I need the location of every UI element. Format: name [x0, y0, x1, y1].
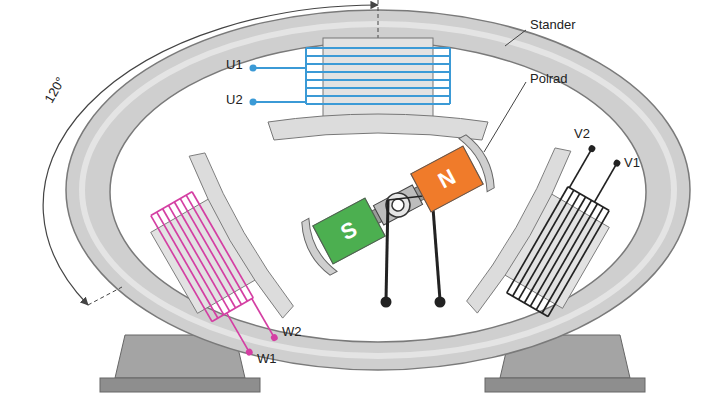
leader-lines [505, 30, 526, 46]
u-pole [306, 87, 450, 89]
angle-label: 120° [42, 75, 68, 106]
w-pole [151, 216, 212, 322]
rotor [296, 132, 501, 279]
w-pole [163, 209, 224, 315]
w-pole [227, 313, 250, 352]
terminal-label: W1 [257, 352, 277, 367]
terminal-label: U2 [226, 93, 243, 108]
w-pole [270, 333, 279, 342]
w-pole [127, 149, 304, 368]
v-pole [594, 163, 617, 202]
pole-letter: S [337, 216, 362, 246]
w-pole [252, 299, 275, 338]
south-pole: S [313, 197, 387, 264]
v-pole [568, 187, 609, 211]
terminal-label: V1 [624, 156, 640, 171]
stator-ring [82, 24, 674, 356]
w-pole [192, 192, 253, 298]
w-pole [212, 298, 253, 322]
rotor [373, 185, 422, 225]
u-pole [323, 38, 433, 118]
part-label: Stander [530, 18, 576, 33]
angle-dimension [378, 0, 379, 44]
terminal-label: U1 [226, 58, 243, 73]
w-pole [186, 195, 247, 301]
v-pole [587, 144, 596, 153]
v-pole [507, 148, 632, 317]
v-pole [513, 190, 574, 296]
u-pole [305, 48, 307, 104]
w-pole [169, 205, 230, 311]
v-pole [519, 194, 580, 300]
v-pole [542, 207, 603, 313]
brush-leads [382, 298, 390, 306]
stator-ring [110, 42, 646, 342]
north-pole: N [410, 146, 484, 213]
u-pole [306, 95, 450, 97]
u-pole [253, 67, 306, 69]
v-pole [536, 204, 597, 310]
w-pole [151, 192, 192, 216]
w-pole [157, 212, 218, 318]
v-pole [569, 149, 592, 188]
v-pole [530, 200, 591, 306]
v-pole [507, 187, 568, 293]
u-pole [306, 63, 450, 65]
u-pole [253, 101, 306, 103]
u-pole [449, 48, 451, 104]
w-pole [151, 192, 276, 361]
v-pole [464, 144, 577, 317]
w-pole [245, 347, 254, 356]
w-pole [174, 202, 235, 308]
leader-lines [484, 30, 526, 152]
v-pole [507, 293, 548, 317]
terminal-label: W2 [282, 325, 302, 340]
stator-ring [66, 10, 690, 370]
u-pole [250, 99, 257, 106]
brush-leads [386, 200, 388, 300]
u-pole [306, 79, 450, 81]
pole-letter: N [433, 164, 459, 194]
v-pole [464, 130, 641, 349]
leader-lines [484, 82, 526, 152]
u-pole [306, 47, 450, 49]
angle-dimension [88, 287, 122, 305]
v-pole [548, 211, 609, 317]
w-pole [183, 149, 296, 322]
machine-feet [100, 378, 260, 392]
brush-leads [436, 298, 444, 306]
part-label: Polrad [530, 72, 568, 87]
terminal-label: V2 [574, 127, 590, 142]
machine-feet [485, 378, 645, 392]
u-pole [268, 114, 488, 140]
v-pole [612, 158, 621, 167]
w-pole [180, 199, 241, 305]
stator-ring [66, 10, 690, 370]
u-pole [250, 65, 257, 72]
u-pole [306, 55, 450, 57]
u-pole [250, 38, 489, 140]
u-pole [306, 71, 450, 73]
u-pole [306, 103, 450, 105]
v-pole [524, 197, 585, 303]
brush-leads [382, 195, 444, 306]
u-pole [253, 48, 450, 104]
